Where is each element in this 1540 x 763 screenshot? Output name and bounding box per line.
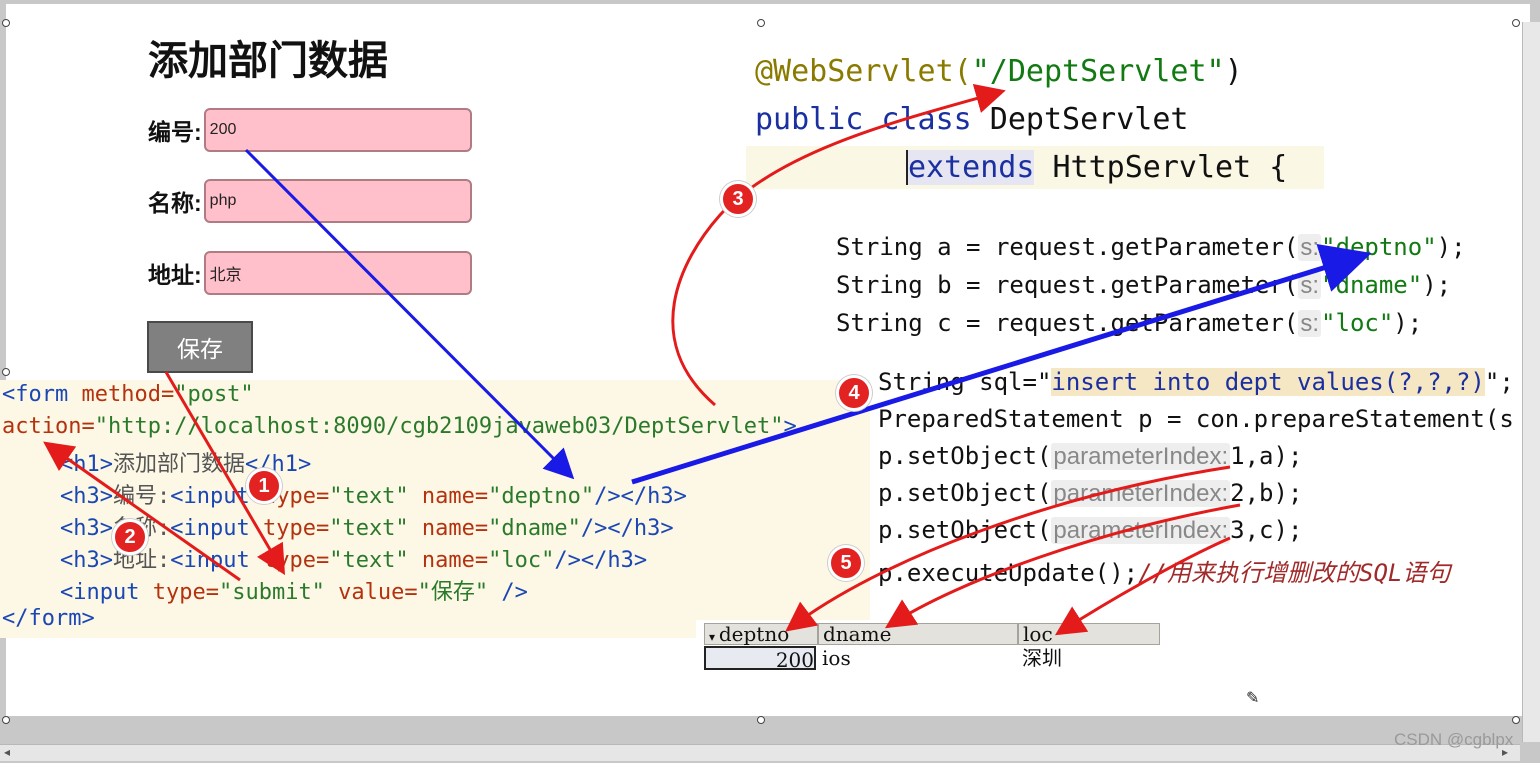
code-line: <form method="post" (2, 382, 254, 407)
step-badge-2: 2 (112, 519, 148, 555)
dname-input[interactable]: php (203, 179, 472, 223)
java-param-line-b: String b = request.getParameter(s:"dname… (836, 271, 1452, 299)
java-sql-line: String sql="insert into dept values(?,?,… (878, 368, 1514, 396)
sort-triangle-icon: ▾ (709, 630, 719, 644)
java-param-line-a: String a = request.getParameter(s:"deptn… (836, 233, 1466, 261)
column-header-deptno[interactable]: ▾ deptno (704, 623, 818, 645)
code-line: <input type="submit" value="保存" /> (60, 580, 528, 605)
pencil-cursor-icon: ✎ (1246, 690, 1260, 707)
resize-handle[interactable] (1512, 19, 1520, 27)
java-prepare-line: PreparedStatement p = con.prepareStateme… (878, 405, 1514, 433)
column-header-loc[interactable]: loc (1018, 623, 1160, 645)
code-line: <h3>名称:<input type="text" name="dname"/>… (60, 516, 674, 541)
html-code-block: <form method="post" action="http://local… (0, 380, 870, 638)
code-line: </form> (2, 606, 95, 631)
dept-form-preview: 添加部门数据 编号: 200 名称: php 地址: 北京 保存 (140, 22, 488, 377)
table-cell-loc[interactable]: 深圳 (1022, 646, 1062, 670)
watermark: CSDN @cgblpx (1394, 730, 1514, 749)
code-line: <h3>地址:<input type="text" name="loc"/></… (60, 548, 648, 573)
java-annotation-line: @WebServlet("/DeptServlet") (755, 54, 1243, 89)
java-execute-line: p.executeUpdate();//用来执行增删改的SQL语句 (878, 559, 1451, 587)
horizontal-scrollbar[interactable]: ◂ ▸ (0, 744, 1520, 761)
loc-input[interactable]: 北京 (203, 251, 472, 295)
java-param-line-c: String c = request.getParameter(s:"loc")… (836, 309, 1423, 337)
table-cell-deptno[interactable]: 200 (704, 646, 816, 672)
resize-handle[interactable] (2, 716, 10, 724)
resize-handle[interactable] (2, 368, 10, 376)
java-class-line: public class DeptServlet (755, 102, 1189, 137)
step-badge-3: 3 (720, 181, 756, 217)
dept-table-preview: ▾ deptno dname loc 200 ios 深圳 (696, 620, 1162, 678)
field-row-dname: 名称: php (148, 177, 472, 225)
step-badge-4: 4 (836, 375, 872, 411)
java-setobject-1: p.setObject(parameterIndex:1,a); (878, 442, 1303, 470)
field-row-loc: 地址: 北京 (148, 249, 472, 297)
step-badge-1: 1 (246, 468, 282, 504)
field-label: 地址: (148, 262, 202, 288)
resize-handle[interactable] (2, 19, 10, 27)
resize-handle[interactable] (757, 19, 765, 27)
deptno-input[interactable]: 200 (203, 108, 472, 152)
vertical-scrollbar[interactable] (1522, 22, 1540, 742)
java-setobject-2: p.setObject(parameterIndex:2,b); (878, 479, 1303, 507)
scroll-left-icon[interactable]: ◂ (4, 745, 11, 759)
column-header-dname[interactable]: dname (818, 623, 1018, 645)
save-button[interactable]: 保存 (147, 321, 253, 373)
code-line: <h3>编号:<input type="text" name="deptno"/… (60, 484, 687, 509)
java-setobject-3: p.setObject(parameterIndex:3,c); (878, 516, 1303, 544)
field-label: 编号: (148, 119, 202, 145)
table-cell-dname[interactable]: ios (822, 646, 851, 670)
code-line: action="http://localhost:8090/cgb2109jav… (2, 414, 797, 439)
resize-handle[interactable] (757, 716, 765, 724)
resize-handle[interactable] (1512, 716, 1520, 724)
field-label: 名称: (148, 190, 202, 216)
field-row-deptno: 编号: 200 (148, 106, 472, 154)
scroll-right-icon[interactable]: ▸ (1502, 745, 1509, 759)
form-title: 添加部门数据 (148, 39, 388, 83)
step-badge-5: 5 (828, 545, 864, 581)
java-extends-line: extends HttpServlet { (906, 150, 1288, 185)
